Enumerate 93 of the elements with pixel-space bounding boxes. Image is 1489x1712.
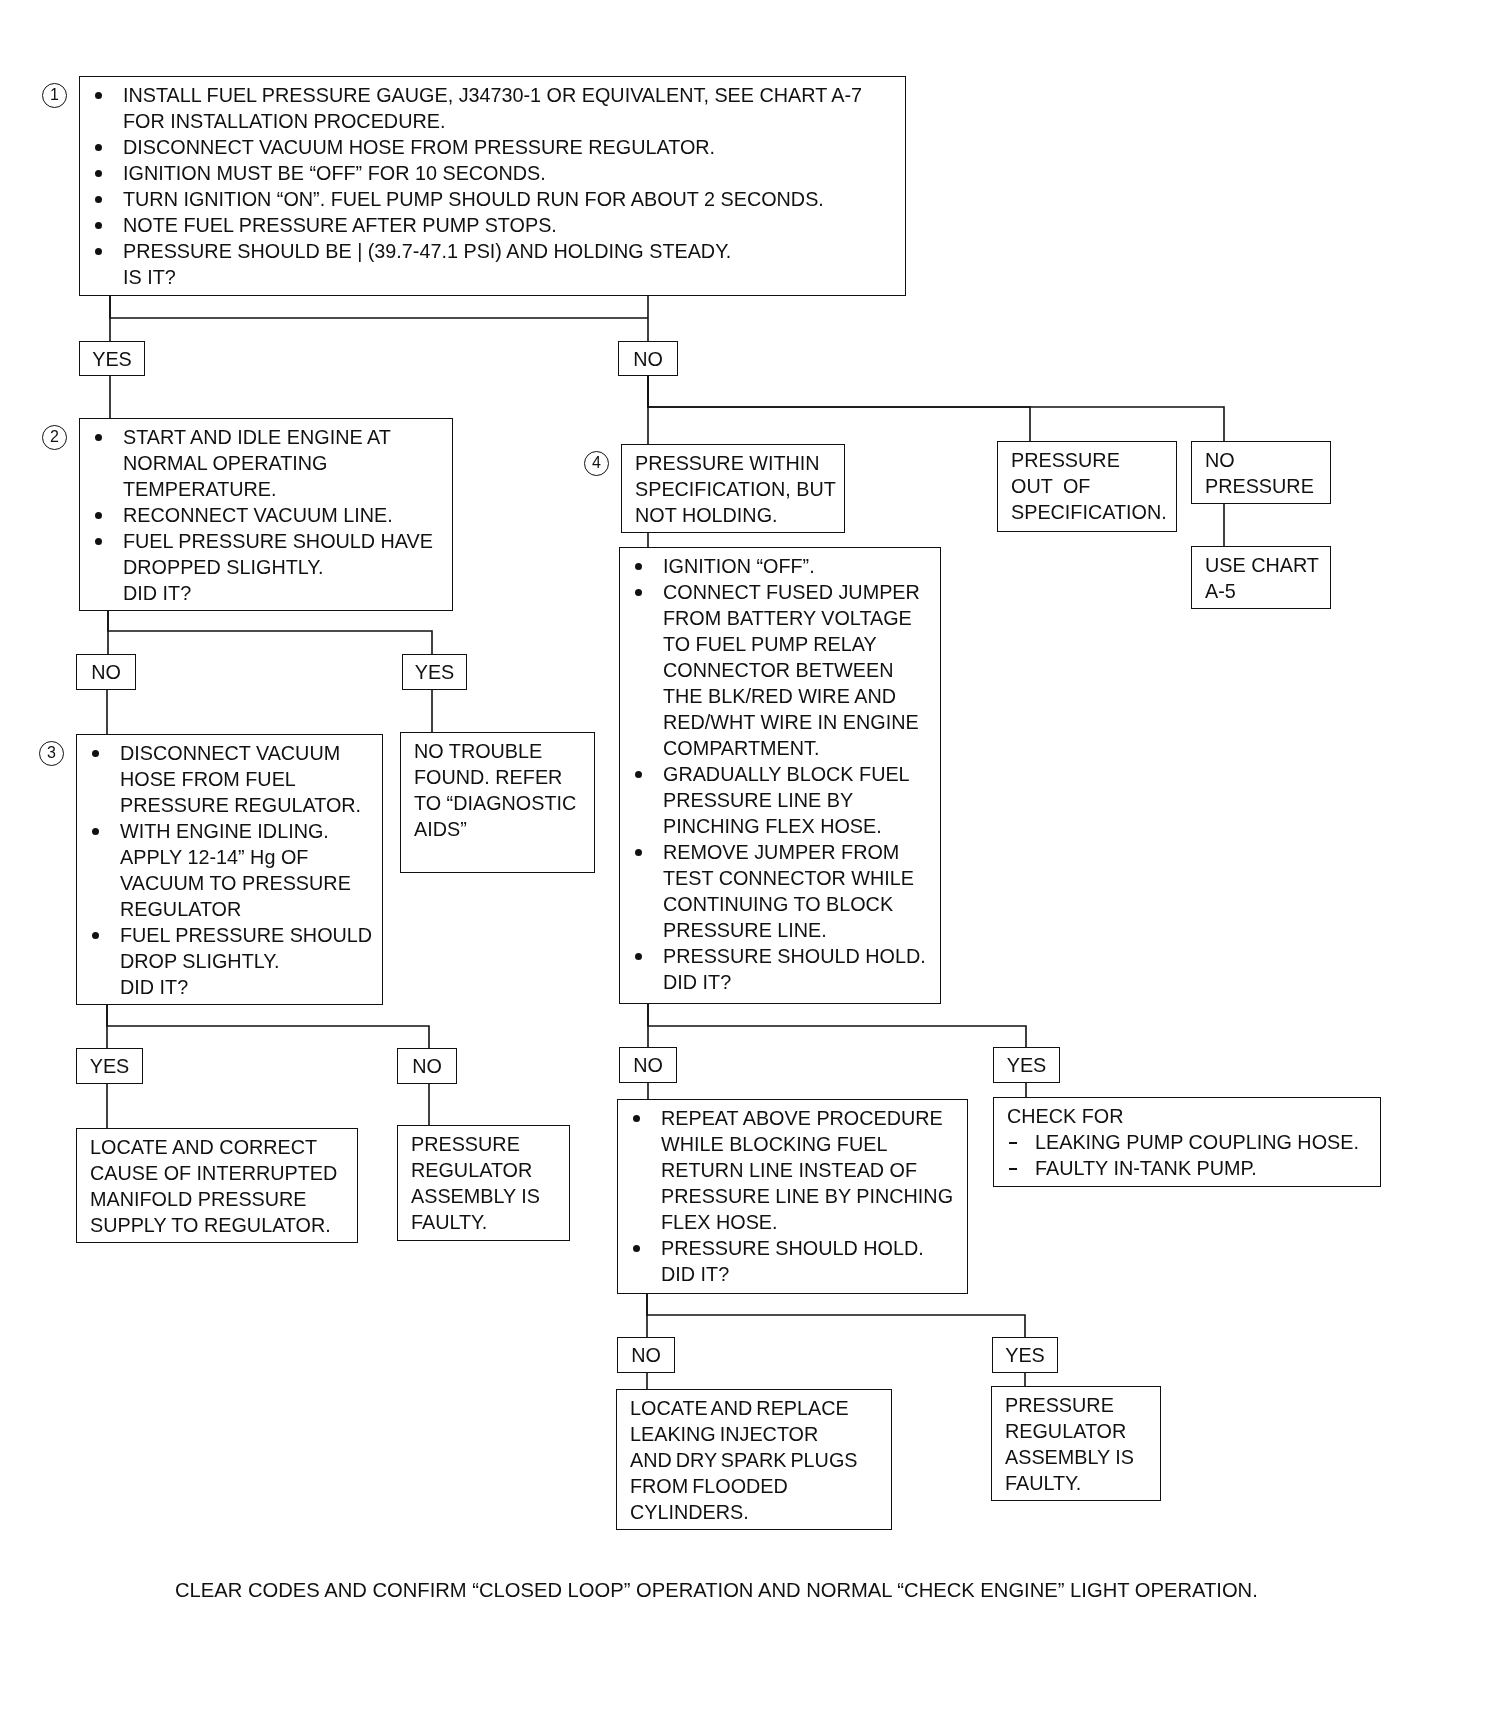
connector-line bbox=[109, 295, 649, 342]
connector-line bbox=[107, 610, 433, 655]
box-text: PRESSURE WITHIN SPECIFICATION, BUT NOT HOLDING. bbox=[635, 451, 837, 528]
result-box bbox=[400, 732, 595, 873]
answer-tag bbox=[76, 654, 136, 690]
connector-line bbox=[106, 1083, 108, 1129]
box-text: USE CHART A-5 bbox=[1205, 553, 1320, 604]
answer-text: YES bbox=[1006, 1053, 1047, 1078]
step-text: NOTE FUEL PRESSURE AFTER PUMP STOPS. bbox=[123, 213, 558, 238]
heading-text: CHECK FOR bbox=[1007, 1104, 1125, 1129]
step-number: 4 bbox=[584, 451, 609, 476]
step-text: CONNECT FUSED JUMPER FROM BATTERY VOLTAGE TO FUEL PUMP RELAY CONNECTOR BETWEEN THE BLK/RED WIRE AND RED/WHT WIRE IN ENGINE COMPARTMENT. bbox=[663, 580, 921, 761]
box-text: LOCATE AND REPLACE LEAKING INJECTOR AND DRY SPARK PLUGS FROM FLOODED CYLINDERS. bbox=[630, 1396, 859, 1525]
step-text: GRADUALLY BLOCK FUEL PRESSURE LINE BY PINCHING FLEX HOSE. bbox=[663, 762, 910, 839]
result-box bbox=[993, 1097, 1381, 1187]
step-text: INSTALL FUEL PRESSURE GAUGE, J34730-1 OR EQUIVALENT, SEE CHART A-7 FOR INSTALLATION PROCEDURE. bbox=[123, 83, 864, 134]
answer-text: NO bbox=[631, 1343, 661, 1368]
result-box bbox=[1191, 441, 1331, 504]
step-text: WITH ENGINE IDLING. APPLY 12-14” Hg OF VACUUM TO PRESSURE REGULATOR bbox=[120, 819, 352, 922]
result-box bbox=[616, 1389, 892, 1530]
result-box bbox=[991, 1386, 1161, 1501]
result-box bbox=[397, 1125, 570, 1241]
step-number: 1 bbox=[42, 83, 67, 108]
step-text: FUEL PRESSURE SHOULD HAVE DROPPED SLIGHTLY. bbox=[123, 529, 434, 580]
answer-text: NO bbox=[412, 1054, 442, 1079]
step-text: IGNITION MUST BE “OFF” FOR 10 SECONDS. bbox=[123, 161, 547, 186]
box-text: NO TROUBLE FOUND. REFER TO “DIAGNOSTIC AIDS” bbox=[414, 739, 578, 842]
list-item-text: FAULTY IN-TANK PUMP. bbox=[1035, 1156, 1258, 1181]
box-text: PRESSURE REGULATOR ASSEMBLY IS FAULTY. bbox=[411, 1132, 541, 1235]
answer-tag bbox=[402, 654, 467, 690]
connector-line bbox=[647, 1082, 649, 1100]
step-text: PRESSURE SHOULD HOLD. bbox=[661, 1236, 925, 1261]
step-box bbox=[619, 547, 941, 1004]
question-text: IS IT? bbox=[123, 265, 177, 290]
step-box bbox=[79, 418, 453, 611]
answer-tag bbox=[993, 1047, 1060, 1083]
connector-line bbox=[431, 689, 433, 733]
box-text: LOCATE AND CORRECT CAUSE OF INTERRUPTED MANIFOLD PRESSURE SUPPLY TO REGULATOR. bbox=[90, 1135, 339, 1238]
connector-line bbox=[647, 532, 649, 548]
step-text: PRESSURE SHOULD HOLD. bbox=[663, 944, 927, 969]
step-text: DISCONNECT VACUUM HOSE FROM PRESSURE REGULATOR. bbox=[123, 135, 717, 160]
step-text: REPEAT ABOVE PROCEDURE WHILE BLOCKING FUEL RETURN LINE INSTEAD OF PRESSURE LINE BY PINCHING FLEX HOSE. bbox=[661, 1106, 955, 1235]
connector-line bbox=[646, 1293, 1026, 1338]
question-text: DID IT? bbox=[663, 970, 733, 995]
step-text: FUEL PRESSURE SHOULD DROP SLIGHTLY. bbox=[120, 923, 374, 974]
answer-text: NO bbox=[633, 346, 663, 372]
step-text: IGNITION “OFF”. bbox=[663, 554, 816, 579]
answer-text: YES bbox=[1005, 1343, 1045, 1368]
step-text: DISCONNECT VACUUM HOSE FROM FUEL PRESSURE REGULATOR. bbox=[120, 741, 363, 818]
connector-line bbox=[109, 375, 111, 419]
answer-tag bbox=[79, 341, 145, 376]
step-text: START AND IDLE ENGINE AT NORMAL OPERATING TEMPERATURE. bbox=[123, 425, 392, 502]
note-text: CLEAR CODES AND CONFIRM “CLOSED LOOP” OPERATION AND NORMAL “CHECK ENGINE” LIGHT OPERATION. bbox=[175, 1578, 1258, 1603]
step-box bbox=[76, 734, 383, 1005]
question-text: DID IT? bbox=[120, 975, 190, 1000]
connector-line bbox=[647, 1003, 1027, 1048]
result-box bbox=[1191, 546, 1331, 609]
connector-line bbox=[1024, 1372, 1026, 1387]
step-text: REMOVE JUMPER FROM TEST CONNECTOR WHILE CONTINUING TO BLOCK PRESSURE LINE. bbox=[663, 840, 915, 943]
answer-text: YES bbox=[89, 1054, 130, 1079]
connector-line bbox=[1025, 1082, 1027, 1098]
step-number: 2 bbox=[42, 425, 67, 450]
connector-line bbox=[646, 1372, 648, 1390]
answer-text: YES bbox=[92, 346, 132, 372]
step-text: TURN IGNITION “ON”. FUEL PUMP SHOULD RUN FOR ABOUT 2 SECONDS. bbox=[123, 187, 825, 212]
box-text: NO PRESSURE bbox=[1205, 448, 1315, 499]
connector-line bbox=[106, 1004, 430, 1049]
answer-tag bbox=[618, 341, 678, 376]
connector-line bbox=[647, 375, 1225, 442]
question-text: DID IT? bbox=[661, 1262, 731, 1287]
question-text: DID IT? bbox=[123, 581, 193, 606]
box-text: PRESSURE OUT OF SPECIFICATION. bbox=[1011, 448, 1166, 525]
box-text: PRESSURE REGULATOR ASSEMBLY IS FAULTY. bbox=[1005, 1393, 1135, 1496]
connector-line bbox=[428, 1083, 430, 1126]
answer-tag bbox=[617, 1337, 675, 1373]
answer-tag bbox=[619, 1047, 677, 1083]
connector-line bbox=[1223, 503, 1225, 547]
answer-tag bbox=[76, 1048, 143, 1084]
connector-line bbox=[106, 689, 108, 735]
step-box bbox=[617, 1099, 968, 1294]
answer-tag bbox=[992, 1337, 1058, 1373]
answer-text: NO bbox=[91, 660, 121, 685]
step-box bbox=[79, 76, 906, 296]
answer-tag bbox=[397, 1048, 457, 1084]
answer-text: YES bbox=[414, 660, 455, 685]
list-item-text: LEAKING PUMP COUPLING HOSE. bbox=[1035, 1130, 1360, 1155]
step-text: RECONNECT VACUUM LINE. bbox=[123, 503, 394, 528]
step-number: 3 bbox=[39, 741, 64, 766]
step-text: PRESSURE SHOULD BE | (39.7-47.1 PSI) AND HOLDING STEADY. bbox=[123, 239, 733, 264]
answer-text: NO bbox=[633, 1053, 663, 1078]
result-box bbox=[76, 1128, 358, 1243]
result-box bbox=[621, 444, 845, 533]
result-box bbox=[997, 441, 1177, 532]
